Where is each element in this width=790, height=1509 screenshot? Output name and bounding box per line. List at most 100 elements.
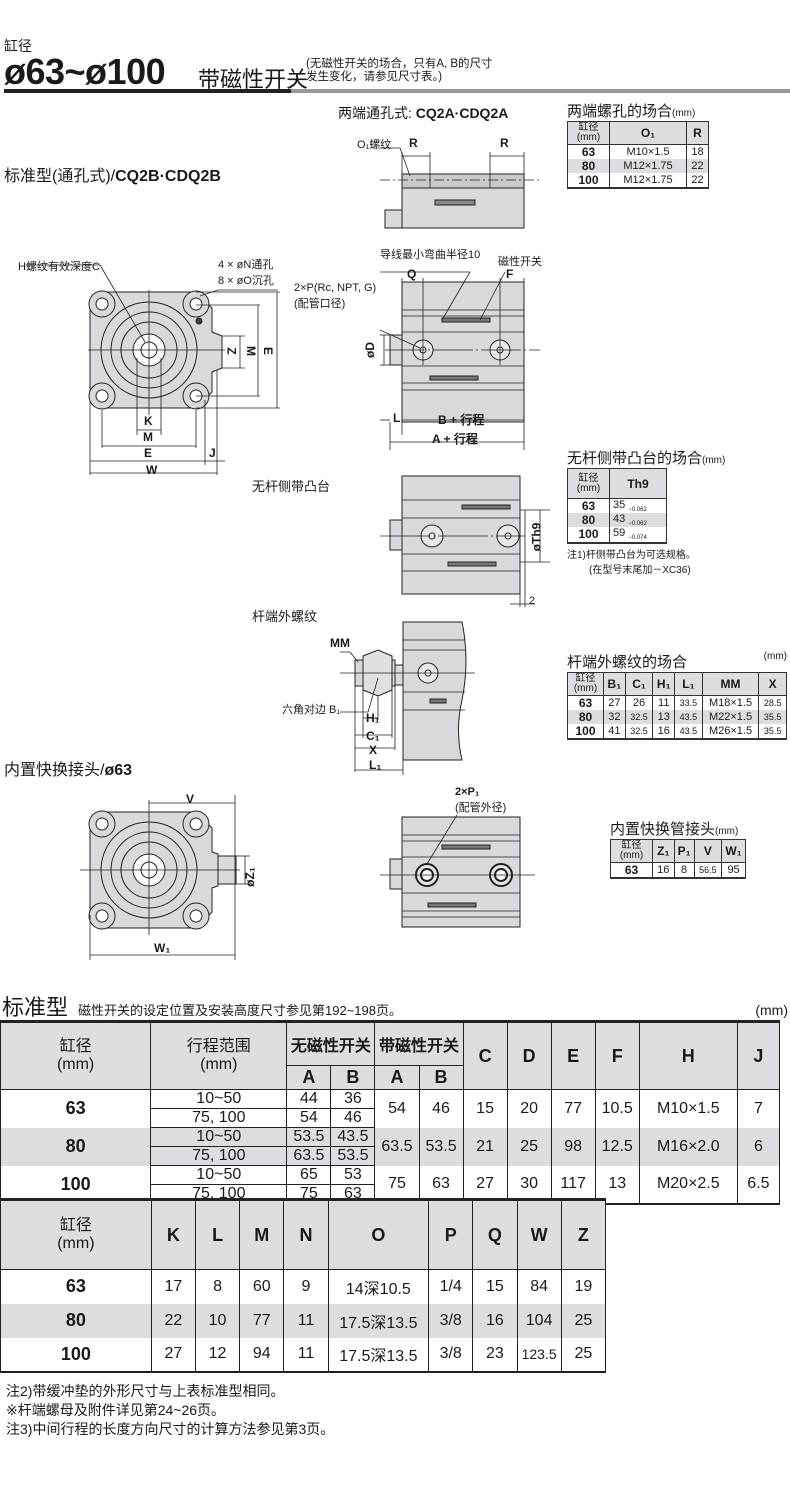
dim-j: J xyxy=(209,446,216,460)
cell: 77 xyxy=(239,1303,285,1338)
o-hole-label: 8 × øO沉孔 xyxy=(218,275,274,287)
th-stroke-label: 行程范围 xyxy=(186,1038,251,1055)
cell: 35 −0.062 xyxy=(609,498,667,514)
th-bore: 缸径(mm) xyxy=(567,468,610,499)
standard-table-header: 标准型 磁性开关的设定位置及安装高度尺寸参见第192~198页。 (mm) xyxy=(2,990,788,1022)
cell: 100 xyxy=(0,1337,152,1373)
standard-table-title: 标准型 xyxy=(2,995,69,1020)
th-bore: 缸径(mm) xyxy=(567,121,610,145)
cell-J: 6 xyxy=(736,1127,781,1166)
th-a-no-switch: A xyxy=(286,1065,332,1090)
cell: 10 xyxy=(194,1303,241,1338)
th-no-switch: 无磁性开关 xyxy=(286,1021,376,1066)
th-col: MM xyxy=(701,672,760,696)
tolerance: −0.062 xyxy=(628,521,647,528)
th-m: M xyxy=(239,1199,285,1270)
th9-value: 43 xyxy=(613,513,626,526)
fitting-side-drawing xyxy=(380,815,535,928)
th-j: J xyxy=(736,1021,781,1090)
cell: 95 xyxy=(721,862,746,879)
th-z1: Z₁ xyxy=(652,839,675,863)
cell-a1: 44 xyxy=(286,1089,332,1109)
cell: 60 xyxy=(239,1269,285,1304)
cell: 100 xyxy=(567,527,610,544)
port-sub-label: (配管口径) xyxy=(294,298,346,310)
cell: 80 xyxy=(567,513,610,528)
cell: 8 xyxy=(673,862,695,879)
dim-z: Z xyxy=(224,347,239,355)
th-col: 缸径(mm) xyxy=(567,672,604,696)
cell-E: 98 xyxy=(550,1127,596,1166)
cell-D: 20 xyxy=(506,1089,552,1128)
th-w: W xyxy=(516,1199,562,1270)
cell: 17.5深13.5 xyxy=(327,1303,430,1338)
th-h: H xyxy=(638,1021,738,1090)
th-bore-unit: (mm) xyxy=(57,1235,95,1252)
cell-sa: 63.5 xyxy=(374,1127,420,1166)
fitting-section-title: 内置快换接头/ø63 xyxy=(4,756,132,780)
standard-title-model: CQ2B·CDQ2B xyxy=(115,168,221,185)
cell-bore: 63 xyxy=(0,1089,152,1128)
n-hole-label: 4 × øN通孔 xyxy=(218,259,274,271)
th-f: F xyxy=(594,1021,640,1090)
th-col: X xyxy=(758,672,787,696)
dim-b-stroke: B + 行程 xyxy=(438,413,485,427)
standard-section-title: 标准型(通孔式)/CQ2B·CDQ2B xyxy=(4,162,221,186)
cell: 56.5 xyxy=(693,862,723,879)
cell: 33.5 xyxy=(674,695,703,710)
th-col: L₁ xyxy=(674,672,703,696)
th-d: D xyxy=(506,1021,552,1090)
cell-sb: 46 xyxy=(418,1089,464,1128)
th-w1: W₁ xyxy=(721,839,746,863)
th-o: O xyxy=(327,1199,430,1270)
th-col: H₁ xyxy=(652,672,676,696)
cell: 11 xyxy=(283,1303,329,1338)
cell-a2: 54 xyxy=(286,1108,332,1128)
cell: 94 xyxy=(239,1337,285,1373)
cell-b2: 53.5 xyxy=(330,1146,376,1166)
cell-J: 6.5 xyxy=(736,1165,781,1205)
cell: 63 xyxy=(0,1269,152,1304)
dim-a-stroke: A + 行程 xyxy=(432,432,478,446)
cell-s2: 75, 100 xyxy=(150,1108,288,1128)
dim-m: M xyxy=(143,430,153,444)
standard-table-1: 缸径(mm) 行程范围(mm) 无磁性开关 带磁性开关 C D E F H J … xyxy=(0,1020,781,1205)
th-k: K xyxy=(150,1199,196,1270)
cell: 123.5 xyxy=(516,1337,562,1373)
th-e: E xyxy=(550,1021,596,1090)
p1-text: 2×P₁ xyxy=(455,786,480,798)
cell: 16 xyxy=(472,1303,518,1338)
p1-sub-label: (配管外径) xyxy=(455,802,507,814)
cell-sa: 54 xyxy=(374,1089,420,1128)
rod-thread-drawing xyxy=(340,621,475,775)
boss-note-2: (在型号末尾加－XC36) xyxy=(589,564,691,576)
cell: 27 xyxy=(603,695,626,710)
footnote: ※杆端螺母及附件详见第24~26页。 xyxy=(6,1402,226,1418)
cell: 43 −0.062 xyxy=(609,513,667,528)
bore-label: 缸径 xyxy=(4,38,32,54)
cell: 80 xyxy=(567,710,604,724)
front-view-drawing xyxy=(26,264,280,475)
cell: 8 xyxy=(194,1269,241,1304)
th-a-with-switch: A xyxy=(374,1065,420,1090)
port-label: 2×P(Rc, NPT, G) xyxy=(294,282,377,294)
cell: 23 xyxy=(472,1337,518,1373)
table-title: 两端螺孔的场合 xyxy=(567,103,673,120)
cell: M12×1.75 xyxy=(609,173,687,189)
fitting-title-bore: ø63 xyxy=(104,762,133,779)
th-n: N xyxy=(283,1199,329,1270)
cell-D: 25 xyxy=(506,1127,552,1166)
th-p1: P₁ xyxy=(673,839,695,863)
cell-F: 12.5 xyxy=(594,1127,640,1166)
th-b-no-switch: B xyxy=(330,1065,376,1090)
